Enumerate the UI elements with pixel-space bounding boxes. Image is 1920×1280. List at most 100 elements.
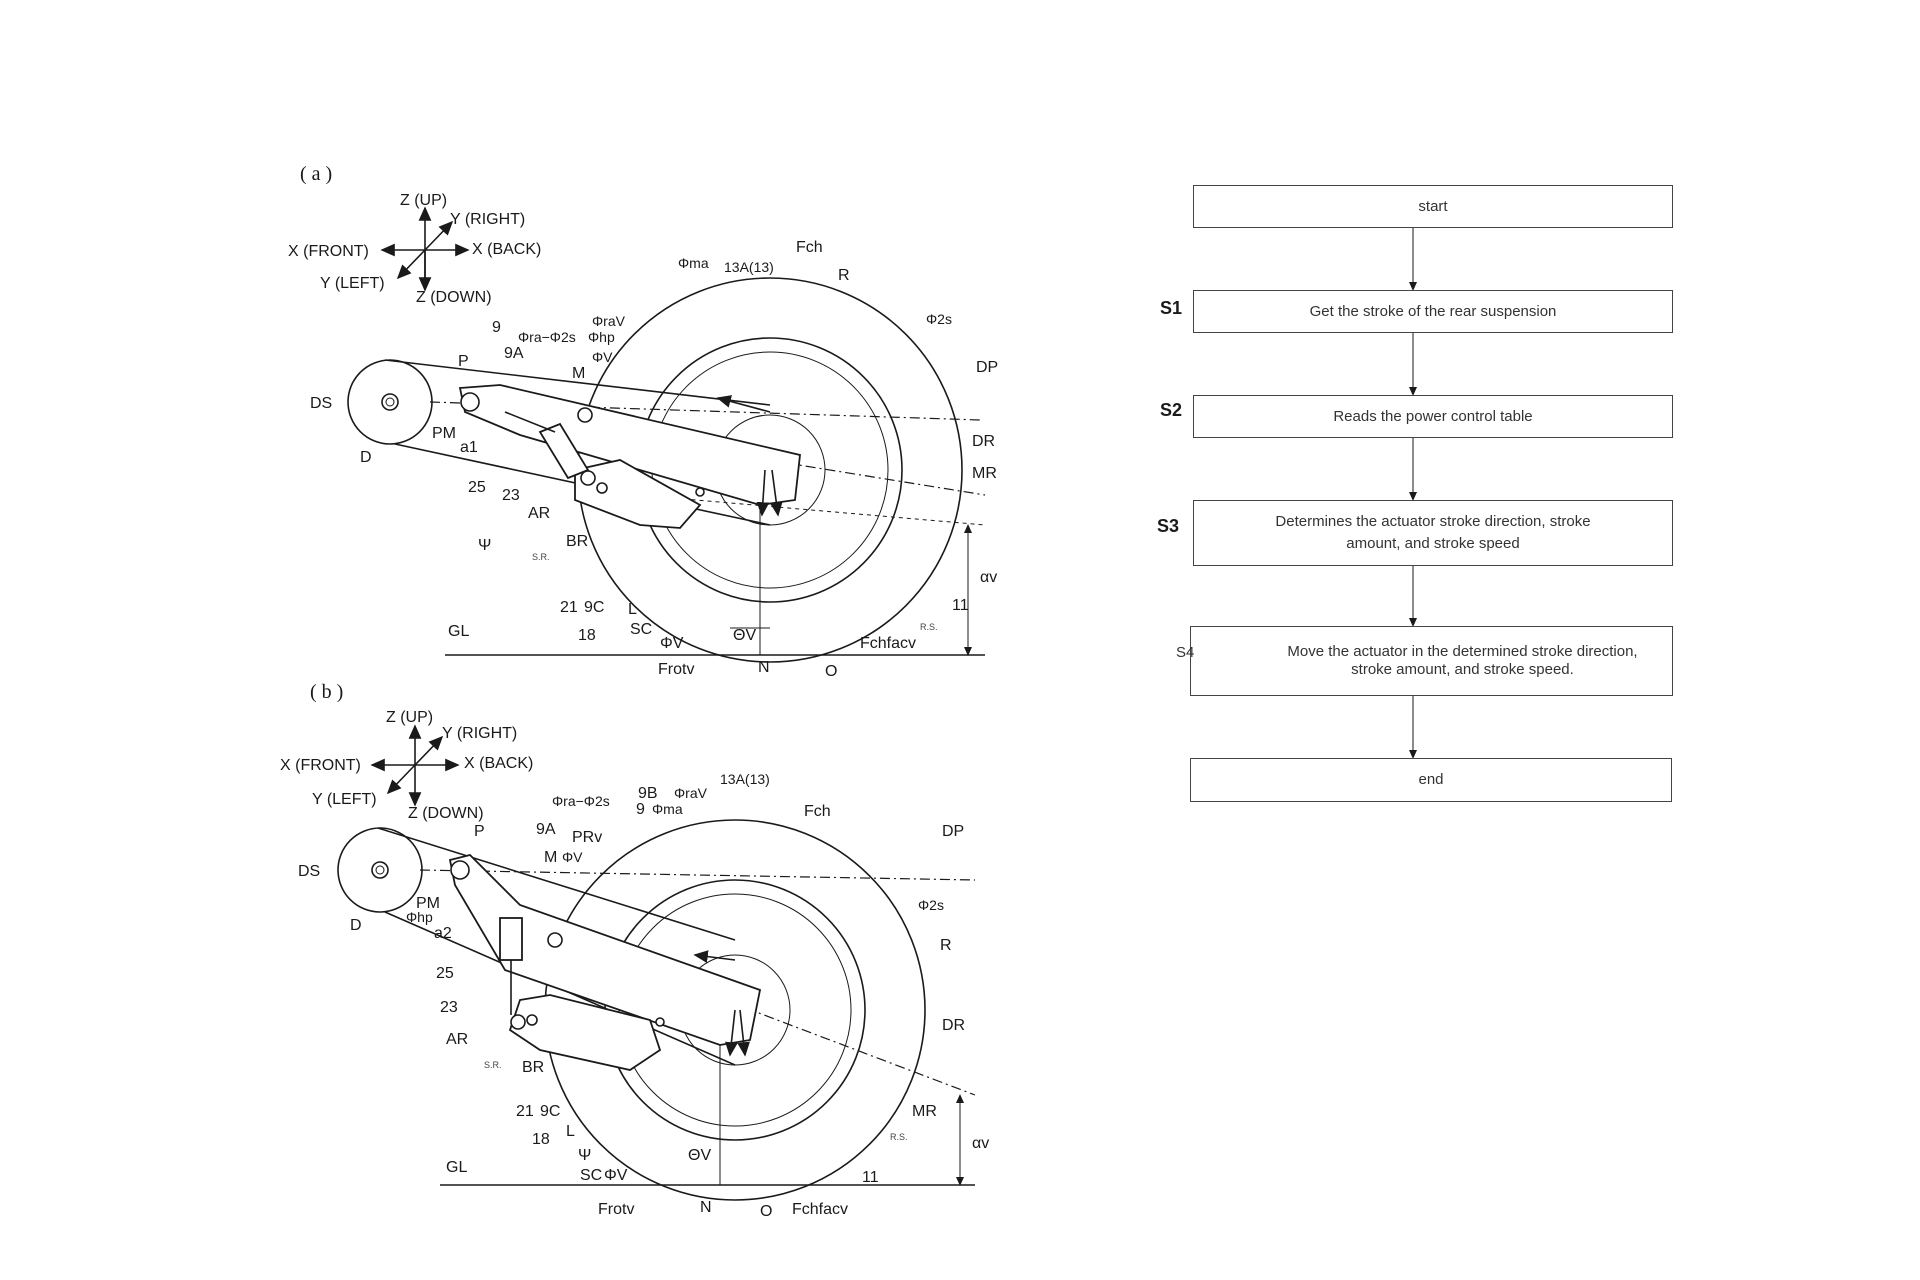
flow-start: start (1193, 185, 1673, 228)
flow-step-s4-text: Move the actuator in the determined stro… (1287, 643, 1638, 678)
axis-back-label: X (BACK) (472, 241, 541, 258)
label-fchfacv: Fchfacv (860, 635, 916, 652)
label-ar: AR (528, 505, 550, 522)
label-d: D (360, 449, 372, 466)
shock-absorber (538, 422, 590, 480)
label-sr: S.R. (532, 552, 550, 562)
arrow-force-front (716, 395, 771, 413)
label-p: P (474, 823, 485, 840)
flow-step-s2-text: Reads the power control table (1333, 407, 1533, 425)
label-fch: Fch (804, 803, 831, 820)
label-9c: 9C (540, 1103, 560, 1120)
line-mr (539, 929, 976, 1096)
label-m: M (572, 365, 585, 382)
label-phi-2s: Φ2s (926, 311, 952, 327)
label-phi-v-top: ΦV (562, 849, 583, 865)
label-prv: PRv (572, 829, 602, 846)
axis-down-label: Z (DOWN) (416, 289, 492, 306)
label-ds: DS (298, 863, 320, 880)
label-a1: a1 (460, 439, 478, 456)
label-9: 9 (492, 319, 501, 336)
label-25: 25 (468, 479, 486, 496)
axis-left-label: Y (LEFT) (312, 791, 377, 808)
label-25: 25 (436, 965, 454, 982)
label-dp: DP (976, 359, 998, 376)
label-frotv: Frotv (658, 661, 694, 678)
label-phi-hp: Φhp (406, 909, 433, 925)
pivot-p (450, 860, 470, 880)
label-gl: GL (448, 623, 469, 640)
label-9a: 9A (536, 821, 556, 838)
label-a2: a2 (434, 925, 452, 942)
flow-step-s3: Determines the actuator stroke direction… (1193, 500, 1673, 566)
label-phi-2s: Φ2s (918, 897, 944, 913)
step-s1-label: S1 (1160, 298, 1183, 318)
label-r: R (940, 937, 952, 954)
flow-step-s1: Get the stroke of the rear suspension (1193, 290, 1673, 333)
label-9b: 9B (638, 785, 658, 802)
label-phi-ma: Φma (652, 801, 683, 817)
label-br: BR (522, 1059, 544, 1076)
figure-b: ( b ) Z (UP) Y (RIGHT) X (FRONT) X (BACK… (280, 681, 989, 1220)
label-21: 21 (516, 1103, 534, 1120)
flow-step-s1-text: Get the stroke of the rear suspension (1309, 302, 1557, 320)
label-11: 11 (862, 1169, 879, 1186)
label-phi-ra-2s: Φra−Φ2s (552, 793, 610, 809)
label-9: 9 (636, 801, 645, 818)
label-gl: GL (446, 1159, 467, 1176)
step-s2-label: S2 (1160, 400, 1183, 420)
label-m: M (544, 849, 557, 866)
label-psi: Ψ (578, 1147, 591, 1164)
line-dp (429, 401, 981, 421)
label-13a: 13A(13) (724, 259, 774, 275)
link-plate (574, 459, 702, 529)
label-phi-v-bottom: ΦV (604, 1167, 628, 1184)
label-mr: MR (972, 465, 997, 482)
step-s3-label: S3 (1157, 516, 1180, 536)
label-ds: DS (310, 395, 332, 412)
label-pm: PM (432, 425, 456, 442)
axis-up-label: Z (UP) (400, 192, 447, 209)
flow-step-s4: Move the actuator in the determined stro… (1190, 626, 1673, 696)
label-phi-v-top: ΦV (592, 349, 613, 365)
axis-front-label: X (FRONT) (288, 243, 369, 260)
figure-a-caption: ( a ) (300, 163, 332, 185)
axis-back-label: X (BACK) (464, 755, 533, 772)
figure-a: ( a ) Z (UP) Y (RIGHT) X (FRONT) X (BACK… (288, 163, 998, 680)
axis-up-label: Z (UP) (386, 709, 433, 726)
label-theta-v: ΘV (688, 1147, 711, 1164)
label-psi: Ψ (478, 537, 491, 554)
pivot-p (460, 392, 480, 412)
label-9c: 9C (584, 599, 604, 616)
label-13a: 13A(13) (720, 771, 770, 787)
flow-start-text: start (1418, 197, 1448, 215)
flow-end-text: end (1418, 771, 1444, 788)
label-ar: AR (446, 1031, 468, 1048)
label-pm: PM (416, 895, 440, 912)
label-dr: DR (942, 1017, 965, 1034)
label-rs: R.S. (890, 1132, 908, 1142)
chain-upper (377, 827, 736, 941)
chain-upper (384, 359, 771, 406)
label-dr: DR (972, 433, 995, 450)
label-18: 18 (532, 1131, 550, 1148)
label-o: O (825, 663, 837, 680)
label-l: L (628, 601, 637, 618)
link-plate (508, 994, 662, 1071)
label-phi-rav: ΦraV (674, 785, 708, 801)
label-dp: DP (942, 823, 964, 840)
axis-down-label: Z (DOWN) (408, 805, 484, 822)
line-dp (419, 869, 976, 881)
label-o: O (760, 1203, 772, 1220)
label-frotv: Frotv (598, 1201, 634, 1218)
step-s4-label: S4 (1176, 644, 1195, 661)
label-theta-v: ΘV (733, 627, 756, 644)
label-mr: MR (912, 1103, 937, 1120)
label-18: 18 (578, 627, 596, 644)
label-phi-rav: ΦraV (592, 313, 626, 329)
label-21: 21 (560, 599, 578, 616)
label-phi-hp: Φhp (588, 329, 615, 345)
label-alpha-v: αv (972, 1135, 989, 1152)
axis-front-label: X (FRONT) (280, 757, 361, 774)
